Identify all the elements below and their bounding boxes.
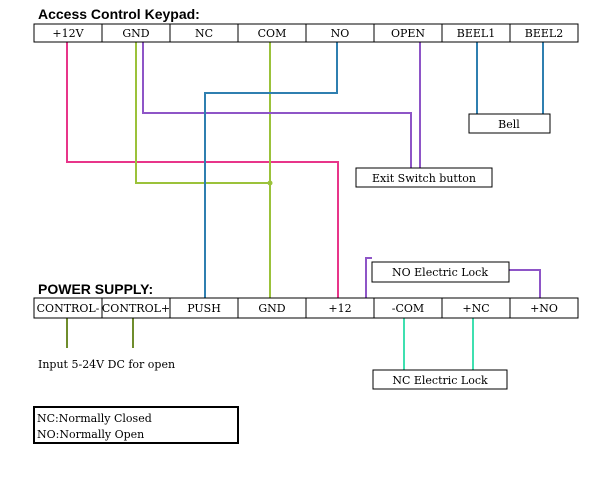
wire-no-push bbox=[204, 42, 338, 298]
power-terminal-label-controlminus: CONTROL- bbox=[37, 302, 100, 315]
legend-nc: NC:Normally Closed bbox=[37, 412, 152, 425]
exit-switch-label: Exit Switch button bbox=[372, 172, 476, 185]
keypad-terminal-label-nc: NC bbox=[195, 27, 213, 40]
keypad-terminal-label-com: COM bbox=[258, 27, 287, 40]
bell-component: Bell bbox=[468, 113, 551, 134]
keypad-terminal-label-beel2: BEEL2 bbox=[525, 27, 563, 40]
wire-gnd bbox=[135, 42, 270, 184]
no-lock-box bbox=[371, 261, 510, 283]
power-terminal-label-plus12: +12 bbox=[328, 302, 351, 315]
power-terminal-label-controlplus: CONTROL+ bbox=[102, 302, 170, 315]
nc-electric-lock-component: NC Electric Lock bbox=[372, 369, 508, 390]
wire-plus12 bbox=[66, 42, 339, 298]
wire-no-lock-com bbox=[365, 257, 372, 298]
input-note: Input 5-24V DC for open bbox=[38, 358, 175, 371]
keypad-terminal-row: +12V GND NC COM NO OPEN BEEL1 BEEL2 bbox=[33, 23, 579, 43]
no-lock-label: NO Electric Lock bbox=[392, 266, 488, 279]
bell-label: Bell bbox=[498, 118, 520, 131]
legend: NC:Normally Closed NO:Normally Open bbox=[33, 406, 239, 444]
wire-junction-dot bbox=[267, 180, 273, 186]
keypad-terminal-label-gnd: GND bbox=[122, 27, 149, 40]
keypad-terminal-label-beel1: BEEL1 bbox=[457, 27, 495, 40]
keypad-terminal-label-plus12v: +12V bbox=[52, 27, 84, 40]
power-terminal-plusno bbox=[509, 297, 579, 319]
power-terminal-row: CONTROL-CONTROL+ PUSH GND +12 -COM +NC +NO bbox=[33, 297, 579, 319]
power-terminal-label-minuscom: -COM bbox=[392, 302, 424, 315]
nc-lock-box bbox=[372, 369, 508, 390]
exit-switch-box bbox=[355, 167, 493, 188]
keypad-title: Access Control Keypad: bbox=[38, 6, 200, 22]
keypad-terminal-beel2 bbox=[509, 23, 579, 43]
power-supply-title: POWER SUPPLY: bbox=[38, 281, 153, 297]
keypad-terminal-label-open: OPEN bbox=[391, 27, 425, 40]
power-terminal-label-plusno: +NO bbox=[530, 302, 558, 315]
legend-no: NO:Normally Open bbox=[37, 428, 144, 441]
no-electric-lock-component: NO Electric Lock bbox=[371, 261, 510, 283]
power-terminal-label-plusnc: +NC bbox=[462, 302, 489, 315]
wire-no-lock-no bbox=[509, 269, 541, 298]
power-terminal-label-push: PUSH bbox=[187, 302, 221, 315]
bell-box bbox=[468, 113, 551, 134]
wire-gnd-exit bbox=[142, 42, 412, 168]
exit-switch-component: Exit Switch button bbox=[355, 167, 493, 188]
power-terminal-label-gnd: GND bbox=[258, 302, 285, 315]
legend-box bbox=[33, 406, 239, 444]
keypad-terminal-label-no: NO bbox=[331, 27, 350, 40]
nc-lock-label: NC Electric Lock bbox=[392, 374, 488, 387]
